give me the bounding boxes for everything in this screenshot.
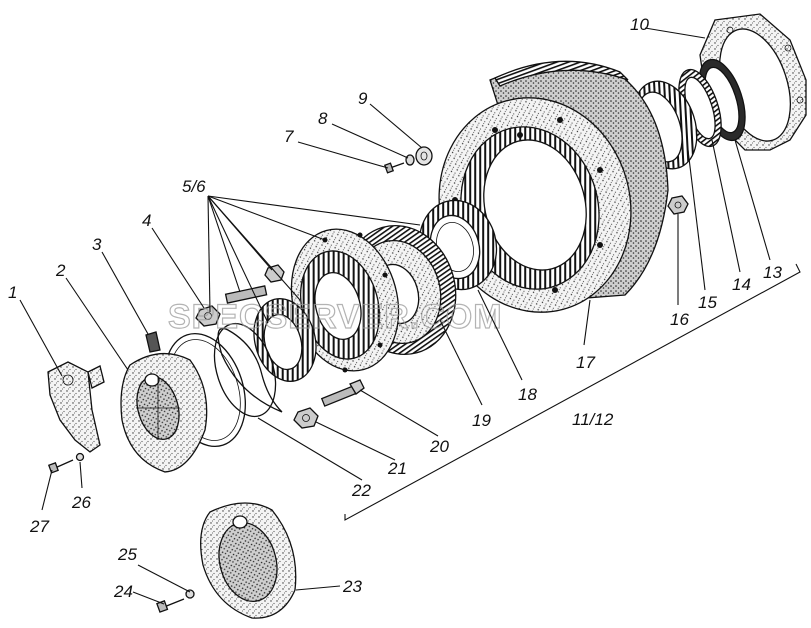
label-20: 20 — [429, 437, 449, 456]
cover-23 — [200, 502, 297, 619]
label-23: 23 — [342, 577, 362, 596]
label-14: 14 — [732, 275, 751, 294]
label-27: 27 — [29, 517, 49, 536]
label-17: 17 — [576, 353, 595, 372]
bracket-1 — [47, 361, 105, 453]
bolt-20 — [320, 379, 365, 407]
washer-26 — [75, 452, 85, 462]
label-11-12: 11/12 — [572, 410, 614, 429]
label-8: 8 — [318, 109, 328, 128]
label-16: 16 — [670, 310, 689, 329]
label-24: 24 — [113, 582, 133, 601]
stud-5-6 — [224, 264, 285, 304]
plug-9 — [415, 146, 433, 166]
label-18: 18 — [518, 385, 537, 404]
washer-25 — [185, 589, 195, 599]
label-15: 15 — [698, 293, 717, 312]
label-22: 22 — [351, 481, 371, 500]
nut-21 — [293, 407, 319, 429]
label-19: 19 — [472, 411, 491, 430]
label-1: 1 — [8, 283, 17, 302]
label-10: 10 — [630, 15, 649, 34]
label-3: 3 — [92, 235, 102, 254]
screw-27 — [47, 459, 74, 474]
hub-cap-2 — [120, 352, 208, 473]
washer-8 — [405, 154, 415, 166]
nut-16 — [667, 195, 689, 215]
screw-7 — [383, 162, 405, 174]
valve-3 — [145, 331, 161, 353]
label-4: 4 — [142, 211, 151, 230]
label-21: 21 — [387, 459, 407, 478]
snap-ring-22 — [213, 322, 283, 418]
leader-lines — [19, 27, 801, 605]
hub-housing — [290, 228, 400, 373]
label-13: 13 — [763, 263, 782, 282]
screw-24 — [156, 598, 185, 613]
brake-drum-17 — [438, 60, 669, 313]
label-9: 9 — [358, 89, 368, 108]
nut-4 — [195, 305, 221, 327]
label-26: 26 — [71, 493, 91, 512]
label-2: 2 — [55, 261, 66, 280]
watermark: SPECSERVER.COM — [168, 298, 503, 336]
label-5-6: 5/6 — [182, 177, 206, 196]
label-7: 7 — [284, 127, 294, 146]
label-25: 25 — [117, 545, 137, 564]
bearing-cone — [253, 298, 317, 382]
part-labels: 1 2 3 4 5/6 7 8 9 10 13 14 15 16 17 18 1… — [8, 15, 782, 601]
